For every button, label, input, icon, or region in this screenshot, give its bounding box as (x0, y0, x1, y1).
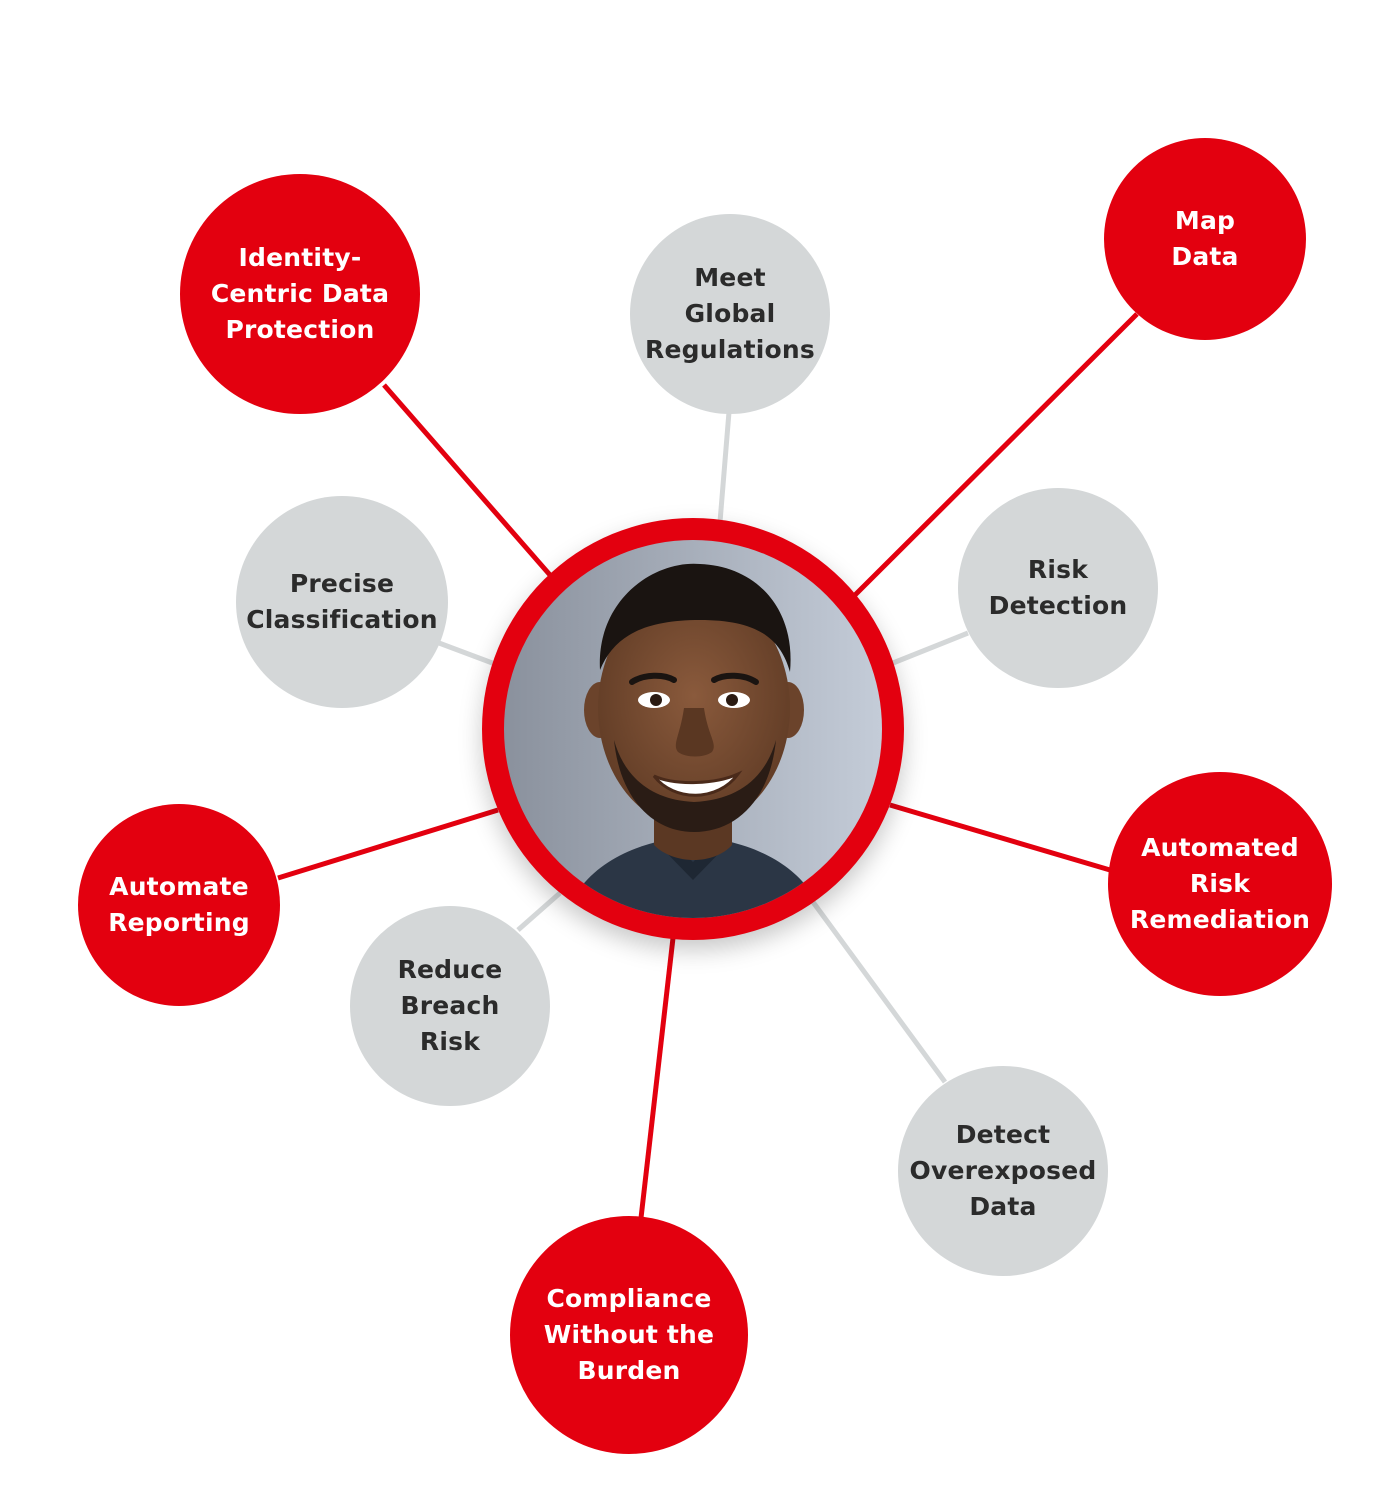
node-compliance-without-the-burden: Compliance Without the Burden (510, 1216, 748, 1454)
connector-automated-risk-remediation (889, 802, 1111, 873)
node-risk-detection: Risk Detection (958, 488, 1158, 688)
center-hub (482, 518, 904, 940)
node-detect-overexposed-data: Detect Overexposed Data (898, 1066, 1108, 1276)
node-precise-classification: Precise Classification (236, 496, 448, 708)
connector-identity-centric-data-protection (382, 383, 552, 577)
node-label: Automated Risk Remediation (1129, 833, 1311, 934)
connector-automate-reporting (277, 807, 499, 881)
node-identity-centric-data-protection: Identity- Centric Data Protection (180, 174, 420, 414)
connector-detect-overexposed-data (810, 900, 948, 1084)
node-label: Map Data (1171, 206, 1239, 271)
connector-risk-detection (892, 630, 969, 666)
node-label: Risk Detection (988, 555, 1128, 620)
node-automate-reporting: Automate Reporting (78, 804, 280, 1006)
node-label: Identity- Centric Data Protection (210, 243, 390, 344)
node-label: Compliance Without the Burden (543, 1284, 715, 1385)
node-meet-global-regulations: Meet Global Regulations (630, 214, 830, 414)
avatar (504, 540, 882, 918)
connector-precise-classification (438, 640, 496, 667)
node-label: Detect Overexposed Data (909, 1120, 1097, 1221)
node-label: Reduce Breach Risk (397, 955, 503, 1056)
node-automated-risk-remediation: Automated Risk Remediation (1108, 772, 1332, 996)
node-reduce-breach-risk: Reduce Breach Risk (350, 906, 550, 1106)
connector-compliance-without-the-burden (638, 937, 676, 1219)
connector-reduce-breach-risk (516, 891, 562, 932)
connector-meet-global-regulations (717, 411, 732, 523)
portrait-photo (504, 540, 882, 918)
node-label: Precise Classification (246, 569, 438, 634)
node-map-data: Map Data (1104, 138, 1306, 340)
node-label: Automate Reporting (108, 872, 250, 937)
connector-map-data (853, 312, 1139, 597)
node-label: Meet Global Regulations (645, 263, 815, 364)
